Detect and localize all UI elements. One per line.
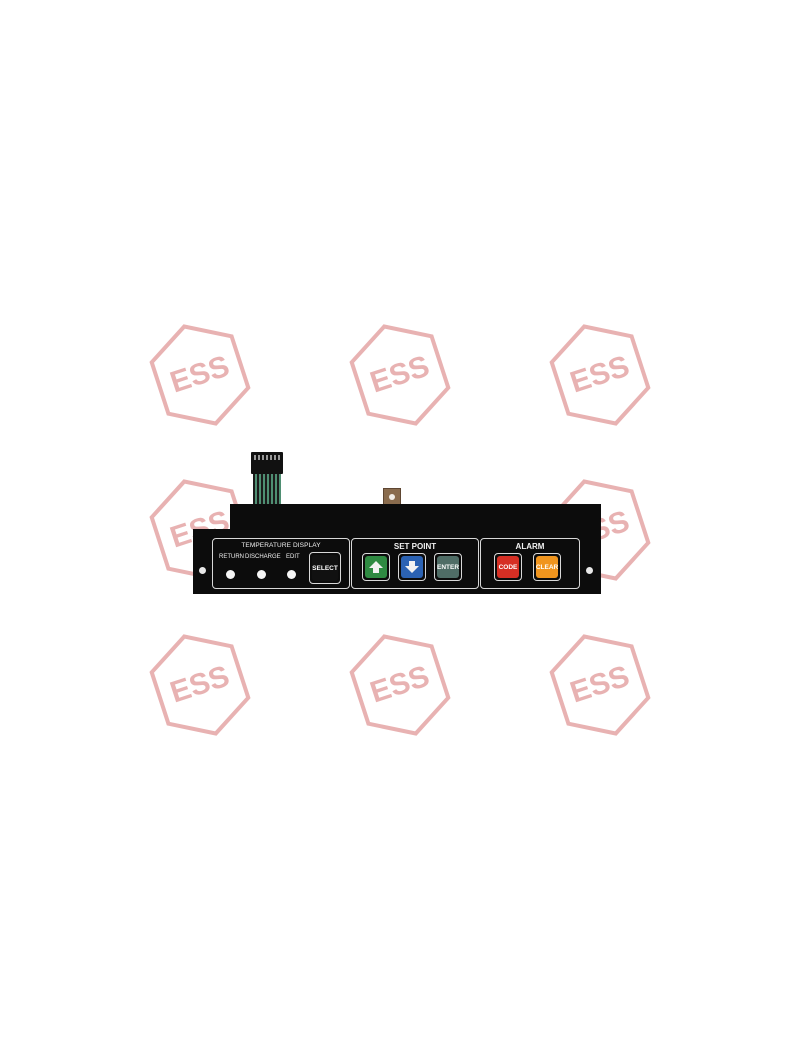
mount-hole-right [586,567,593,574]
edit-indicator-led [287,570,296,579]
select-label: SELECT [312,564,338,572]
watermark-text: ESS [166,350,233,400]
watermark-logo: ESS [549,630,651,740]
temperature-display-title: TEMPERATURE DISPLAY [241,542,321,549]
up-button[interactable] [362,553,390,581]
alarm-title: ALARM [515,542,545,551]
clear-button[interactable]: CLEAR [533,553,561,581]
watermark-logo: ESS [149,320,251,430]
watermark-logo: ESS [549,320,651,430]
alarm-panel: ALARM CODE CLEAR [480,538,580,589]
set-point-title: SET POINT [393,542,437,551]
watermark-text: ESS [366,660,433,710]
arrow-down-icon [405,561,419,573]
select-button[interactable]: SELECT [309,552,341,584]
set-point-panel: SET POINT ENTER [351,538,479,589]
mount-hole-left [199,567,206,574]
enter-button[interactable]: ENTER [434,553,462,581]
watermark-text: ESS [566,660,633,710]
return-label: RETURN [219,554,244,560]
membrane-keypad: TEMPERATURE DISPLAY RETURN DISCHARGE EDI… [193,529,601,594]
discharge-indicator-led [257,570,266,579]
edit-label: EDIT [286,554,300,560]
temperature-display-panel: TEMPERATURE DISPLAY RETURN DISCHARGE EDI… [212,538,350,589]
code-label: CODE [498,563,518,571]
discharge-label: DISCHARGE [245,554,281,560]
watermark-text: ESS [166,660,233,710]
watermark-text: ESS [366,350,433,400]
connector-head [251,452,283,474]
clear-label: CLEAR [535,563,559,571]
code-button[interactable]: CODE [494,553,522,581]
watermark-logo: ESS [149,630,251,740]
arrow-up-icon [369,561,383,573]
ribbon-cable-connector [251,452,283,510]
return-indicator-led [226,570,235,579]
watermark-text: ESS [566,350,633,400]
watermark-logo: ESS [349,630,451,740]
down-button[interactable] [398,553,426,581]
watermark-logo: ESS [349,320,451,430]
enter-label: ENTER [436,563,460,571]
